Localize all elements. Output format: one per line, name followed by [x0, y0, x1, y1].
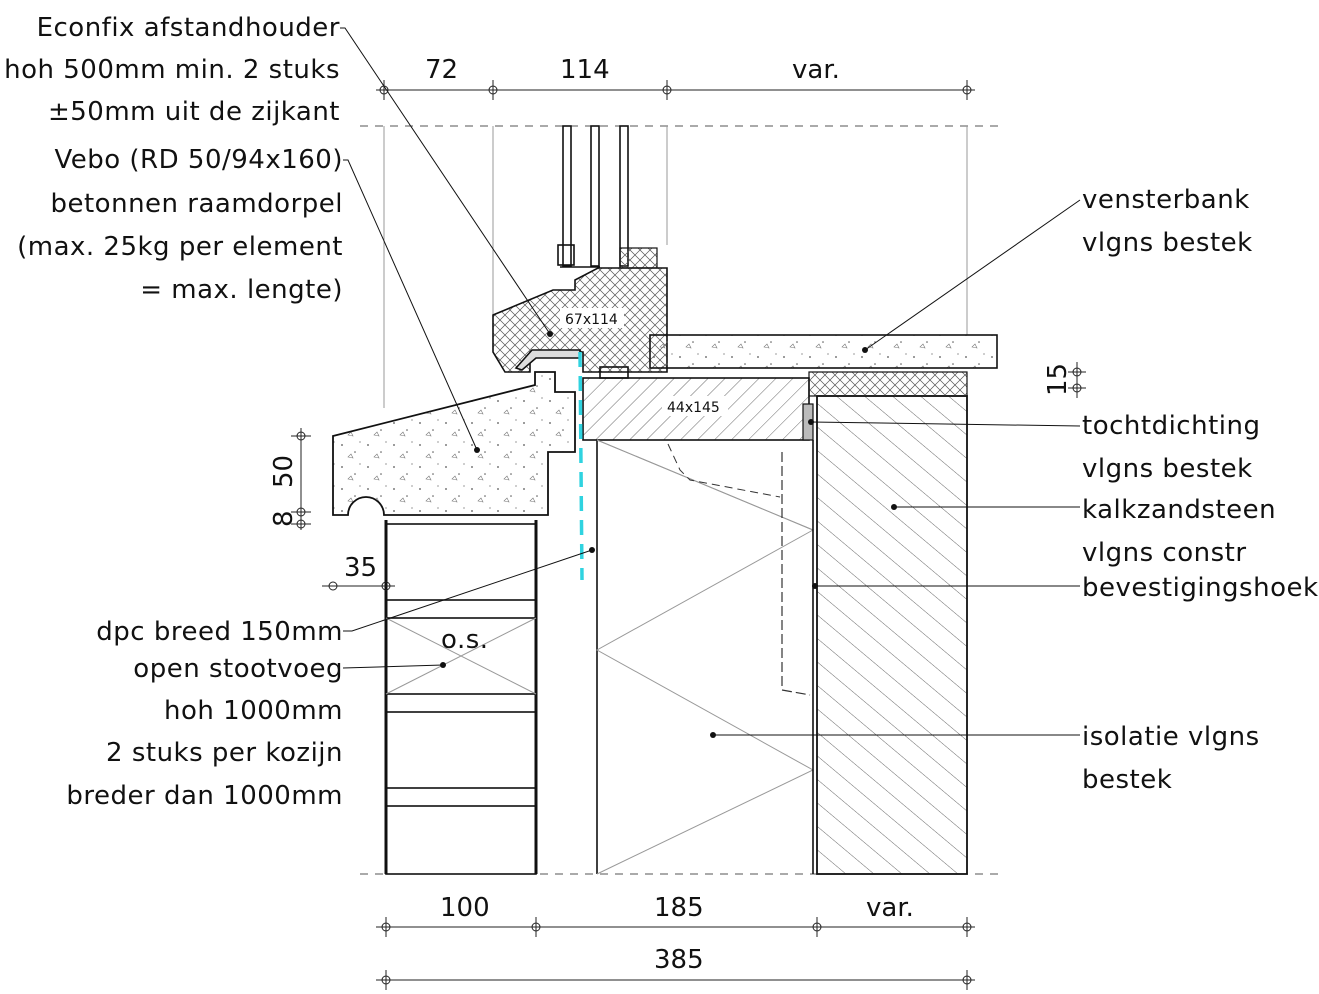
mounting-bracket: [781, 452, 811, 696]
dim-bottom-185: 185: [654, 893, 704, 923]
glazing: [557, 125, 658, 269]
label-iso-2: bestek: [1082, 765, 1172, 795]
dim-bottom-385: 385: [654, 945, 704, 975]
dim-bottom-100: 100: [440, 893, 490, 923]
dpc-membrane: [578, 351, 584, 581]
label-dpc-3: hoh 1000mm: [164, 696, 343, 726]
frame-size-label: 67x114: [565, 312, 618, 328]
label-dpc-1: dpc breed 150mm: [96, 617, 343, 647]
label-bevestigingshoek: bevestigingshoek: [1082, 573, 1319, 603]
dim-side-35: 35: [344, 553, 377, 583]
label-kalk-1: kalkzandsteen: [1082, 495, 1276, 525]
label-econfix-2: hoh 500mm min. 2 stuks: [4, 55, 340, 85]
label-vebo-3: (max. 25kg per element: [17, 232, 343, 262]
sill-top-block: [599, 366, 629, 379]
brick-leaf: [384, 520, 538, 875]
leader-dots: [440, 331, 897, 738]
label-vensterbank-1: vensterbank: [1082, 185, 1250, 215]
dim-side-15: 15: [1043, 363, 1073, 396]
label-tocht-2: vlgns bestek: [1082, 454, 1253, 484]
label-econfix-3: ±50mm uit de zijkant: [48, 97, 340, 127]
label-dpc-4: 2 stuks per kozijn: [106, 738, 343, 768]
calcium-silicate-wall: [816, 395, 968, 875]
open-joint-label: o.s.: [441, 625, 489, 655]
sill-size-label: 44x145: [667, 400, 720, 416]
bracket-dashed-profile: [667, 443, 781, 498]
wall-top-cap: [808, 371, 968, 397]
dimension-side: [291, 362, 1086, 591]
window-board: [649, 334, 998, 369]
sill-label-bg: [662, 396, 728, 416]
label-iso-1: isolatie vlgns: [1082, 722, 1260, 752]
left-annotations: Econfix afstandhouder hoh 500mm min. 2 s…: [4, 13, 343, 811]
label-vebo-4: = max. lengte): [140, 275, 343, 305]
leader-lines: [340, 27, 1081, 736]
dim-top-72: 72: [425, 55, 458, 85]
label-kalk-2: vlgns constr: [1082, 538, 1247, 568]
concrete-sill: [332, 371, 576, 516]
dimension-bottom: [376, 917, 975, 990]
label-vensterbank-2: vlgns bestek: [1082, 228, 1253, 258]
dim-side-50: 50: [269, 455, 299, 488]
label-econfix-1: Econfix afstandhouder: [37, 13, 340, 43]
dimension-top: [376, 80, 975, 100]
label-dpc-5: breder dan 1000mm: [66, 781, 343, 811]
dim-top-114: 114: [560, 55, 610, 85]
label-dpc-2: open stootvoeg: [133, 654, 343, 684]
right-annotations: vensterbank vlgns bestek tochtdichting v…: [1082, 185, 1319, 795]
dim-side-8: 8: [269, 510, 299, 527]
frame-size-label-bg: [560, 308, 624, 328]
dim-top-var: var.: [792, 55, 840, 85]
label-tocht-1: tochtdichting: [1082, 411, 1260, 441]
label-vebo-1: Vebo (RD 50/94x160): [54, 145, 343, 175]
label-vebo-2: betonnen raamdorpel: [50, 189, 343, 219]
insulation: [595, 439, 815, 875]
dim-bottom-var: var.: [866, 893, 914, 923]
